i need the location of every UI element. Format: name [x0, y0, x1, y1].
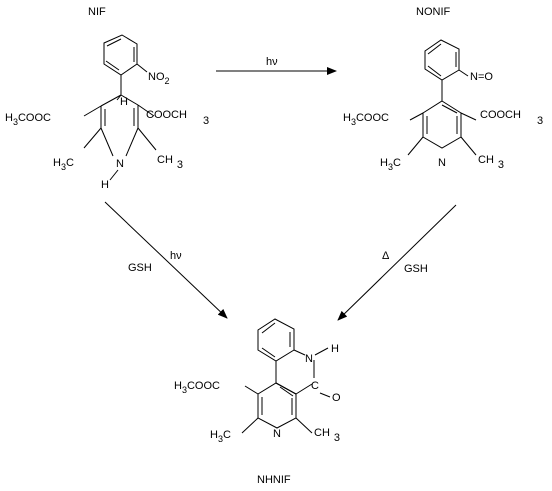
- nonif-methyl-left: H3C: [380, 157, 401, 172]
- nonif-phenyl-ring: [424, 39, 469, 81]
- nhnif-methyl-left: H3C: [210, 429, 231, 444]
- arrow-left: hν GSH: [104, 201, 228, 319]
- arrow-left-label-bottom: GSH: [128, 262, 152, 274]
- nhnif-carbonyl-carbon: C: [311, 380, 319, 392]
- nif-methyl-left: H3C: [53, 157, 74, 172]
- nhnif-amide-h: H: [331, 343, 339, 355]
- arrow-top: hν: [216, 56, 337, 75]
- nonif-pyridine-ring: [407, 80, 477, 156]
- arrow-left-label-top: hν: [170, 250, 182, 262]
- arrow-right-label-top: Δ: [382, 250, 390, 262]
- nif-ester-left: H3COOC: [5, 112, 51, 127]
- nhnif-ring-nitrogen: N: [273, 428, 281, 440]
- nif-ring-nitrogen: N: [116, 158, 124, 170]
- nif-bridge-h: H: [120, 96, 128, 108]
- nhnif-structure: NHNIF N H C O H3COOC: [174, 318, 341, 486]
- nhnif-benzo-ring: [257, 318, 295, 362]
- nonif-nitroso-group: N=O: [470, 71, 493, 83]
- nif-dihydropyridine-ring: [83, 75, 157, 157]
- arrow-right: Δ GSH: [337, 204, 457, 321]
- nif-label: NIF: [88, 6, 106, 18]
- nif-ring-nh: H: [101, 179, 109, 191]
- nhnif-carbonyl-oxygen: O: [332, 392, 341, 404]
- arrow-top-label: hν: [266, 56, 278, 68]
- nhnif-label: NHNIF: [257, 474, 291, 486]
- nhnif-ester-left: H3COOC: [174, 380, 220, 395]
- arrow-right-label-bottom: GSH: [404, 263, 428, 275]
- nif-structure: NIF NO2 H H3COOC CO: [5, 6, 209, 191]
- nhnif-amide-nitrogen: N: [305, 353, 313, 365]
- nonif-label: NONIF: [416, 6, 451, 18]
- nif-nitro-group: NO2: [148, 71, 170, 86]
- nhnif-pyridine-ring: [241, 382, 313, 434]
- nif-phenyl-ring: [103, 34, 148, 76]
- nonif-ester-left: H3COOC: [343, 112, 389, 127]
- nonif-ring-nitrogen: N: [438, 157, 446, 169]
